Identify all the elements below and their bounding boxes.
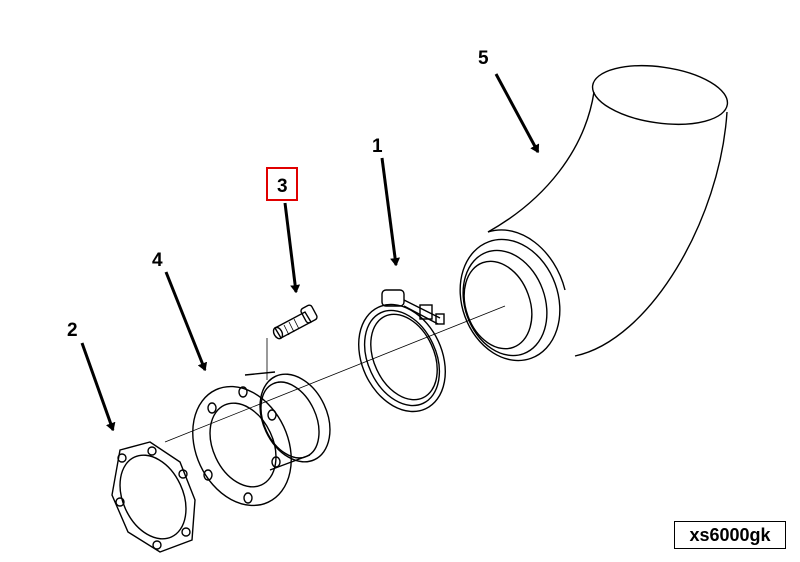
elbow-part [459,65,729,362]
callout-label-5: 5 [478,48,489,69]
callout-arrow-3 [283,202,296,292]
flange-bolt-holes [203,386,281,504]
callout-label-1: 1 [372,136,383,157]
clamp-part [358,289,446,413]
callout-label-4: 4 [152,250,163,271]
flange-adapter-part [192,371,331,507]
callout-label-3: 3 [277,176,288,197]
gasket-part [111,441,196,553]
callout-arrow-2 [80,342,113,430]
bolt-part [272,304,318,340]
callout-arrow-1 [380,157,396,265]
callout-arrow-4 [164,271,205,370]
center-axis-line [164,305,506,443]
callout-highlight-box [266,167,298,201]
callout-label-2: 2 [67,320,78,341]
callout-arrow-5 [494,73,540,152]
reference-code-label: xs6000gk [674,521,786,549]
